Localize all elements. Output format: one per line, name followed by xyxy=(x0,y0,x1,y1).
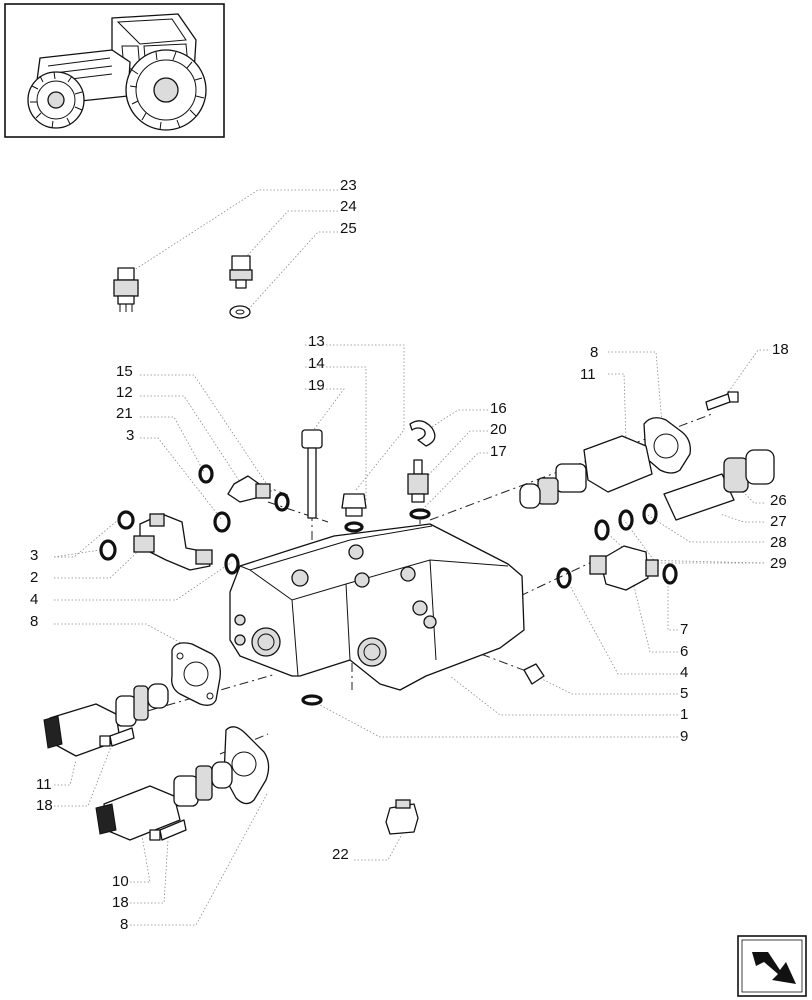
plug-14 xyxy=(341,493,367,517)
label-25: 25 xyxy=(340,220,357,237)
seal-29 xyxy=(594,519,610,541)
solenoid-10 xyxy=(95,761,233,841)
flange-8-lower xyxy=(223,726,270,805)
seal-9 xyxy=(301,694,323,706)
label-3-top: 3 xyxy=(126,427,134,444)
bolt-19 xyxy=(301,429,323,519)
washer-25 xyxy=(229,305,251,319)
fitting-12 xyxy=(227,475,271,503)
seal-3-right xyxy=(213,511,231,533)
label-14: 14 xyxy=(308,355,325,372)
label-4-left: 4 xyxy=(30,591,38,608)
seal-17 xyxy=(409,508,431,520)
clip-16 xyxy=(409,420,436,447)
plug-22 xyxy=(385,799,419,835)
label-4-right: 4 xyxy=(680,664,688,681)
label-18-right: 18 xyxy=(772,341,789,358)
label-5: 5 xyxy=(680,685,688,702)
label-11-left: 11 xyxy=(36,776,52,793)
label-13: 13 xyxy=(308,333,325,350)
label-11-right: 11 xyxy=(580,366,596,383)
label-2: 2 xyxy=(30,569,38,586)
bolt-18-lower xyxy=(149,819,187,841)
label-7: 7 xyxy=(680,621,688,638)
pressure-switch-23 xyxy=(113,267,139,312)
leader-lines xyxy=(53,189,768,926)
label-28: 28 xyxy=(770,534,787,551)
label-1: 1 xyxy=(680,706,688,723)
spool-26 xyxy=(663,449,775,521)
seal-28 xyxy=(618,509,634,531)
label-26: 26 xyxy=(770,492,787,509)
label-6: 6 xyxy=(680,643,688,660)
seal-4-left xyxy=(224,553,240,575)
label-16: 16 xyxy=(490,400,507,417)
label-21: 21 xyxy=(116,405,133,422)
label-8-right: 8 xyxy=(590,344,598,361)
label-29: 29 xyxy=(770,555,787,572)
seal-3-lower xyxy=(99,539,117,561)
part-labels: 23 24 25 13 14 19 15 12 21 3 3 2 4 8 16 … xyxy=(30,177,789,933)
label-17: 17 xyxy=(490,443,507,460)
flange-8-left xyxy=(171,642,221,706)
sensor-20 xyxy=(407,459,429,503)
label-19: 19 xyxy=(308,377,325,394)
seal-13 xyxy=(344,521,364,533)
valve-body xyxy=(229,523,525,691)
label-10: 10 xyxy=(112,873,129,890)
bolt-18-left xyxy=(99,727,135,747)
label-22: 22 xyxy=(332,846,349,863)
label-3-left: 3 xyxy=(30,547,38,564)
flange-8-right xyxy=(643,417,691,474)
label-24: 24 xyxy=(340,198,357,215)
label-18-lower: 18 xyxy=(112,894,129,911)
label-8-left: 8 xyxy=(30,613,38,630)
pressure-switch-24 xyxy=(229,255,253,289)
seal-3-upper xyxy=(117,510,135,530)
elbow-fitting-6 xyxy=(589,545,659,591)
seal-27 xyxy=(642,503,658,525)
bolt-18-right xyxy=(705,391,739,411)
label-15: 15 xyxy=(116,363,133,380)
label-18-left: 18 xyxy=(36,797,53,814)
seal-7 xyxy=(662,563,678,585)
next-page-arrow-icon[interactable] xyxy=(737,935,807,997)
label-12: 12 xyxy=(116,384,133,401)
solenoid-11-right xyxy=(519,435,653,509)
seal-15 xyxy=(274,492,290,512)
label-9: 9 xyxy=(680,728,688,745)
label-23: 23 xyxy=(340,177,357,194)
label-27: 27 xyxy=(770,513,787,530)
label-20: 20 xyxy=(490,421,507,438)
seal-4-right xyxy=(556,567,572,589)
tractor-thumbnail xyxy=(4,3,225,138)
label-8-lower: 8 xyxy=(120,916,128,933)
plug-5 xyxy=(523,663,545,685)
seal-21 xyxy=(198,464,214,484)
tee-fitting-2 xyxy=(133,513,213,571)
